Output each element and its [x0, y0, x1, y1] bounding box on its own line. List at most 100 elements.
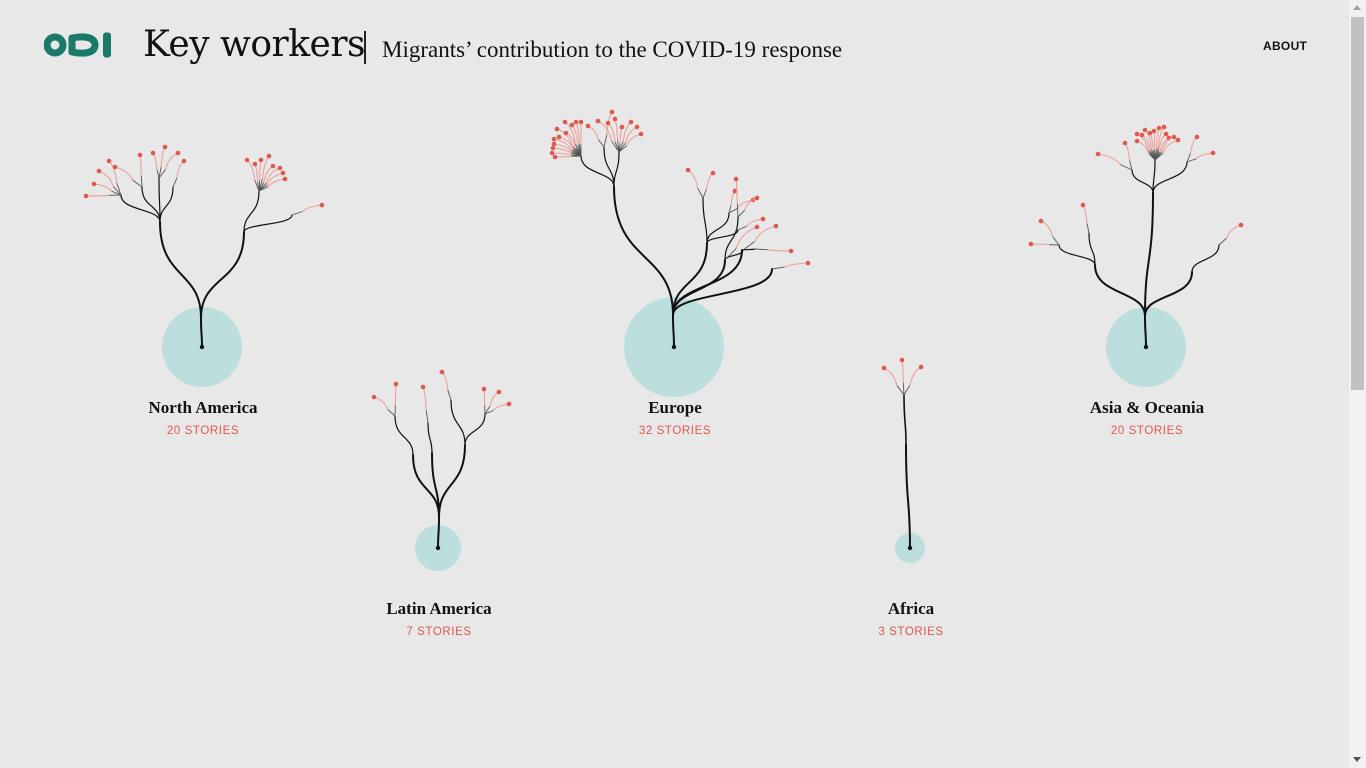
story-leaf-dot[interactable]: [1161, 124, 1167, 130]
story-leaf-dot[interactable]: [280, 170, 286, 176]
scroll-up-arrow-icon[interactable]: [1353, 5, 1361, 10]
scrollbar-thumb[interactable]: [1351, 17, 1364, 390]
story-leaf-dot[interactable]: [277, 165, 283, 171]
story-leaf-dot[interactable]: [573, 119, 579, 125]
region-europe[interactable]: Europe 32 STORIES: [575, 398, 775, 437]
story-leaf-dot[interactable]: [244, 157, 250, 163]
story-leaf-dot[interactable]: [881, 365, 887, 371]
story-leaf-dot[interactable]: [1139, 132, 1145, 138]
story-leaf-dot[interactable]: [628, 119, 634, 125]
story-leaf-dot[interactable]: [1095, 151, 1101, 157]
story-leaf-dot[interactable]: [175, 150, 181, 156]
story-leaf-dot[interactable]: [1238, 222, 1244, 228]
story-leaf-dot[interactable]: [585, 123, 591, 129]
tree-latin-america[interactable]: [371, 369, 512, 571]
tree-twig-stem: [1129, 160, 1133, 171]
story-leaf-dot[interactable]: [554, 126, 560, 132]
story-leaf-dot[interactable]: [1163, 131, 1169, 137]
story-leaf-dot[interactable]: [638, 131, 644, 137]
story-leaf-dot[interactable]: [1210, 150, 1216, 156]
story-leaf-dot[interactable]: [282, 176, 288, 182]
story-leaf-dot[interactable]: [918, 364, 924, 370]
story-leaf-dot[interactable]: [578, 119, 584, 125]
story-leaf-dot[interactable]: [96, 168, 102, 174]
story-leaf-dot[interactable]: [595, 118, 601, 124]
story-leaf-dot[interactable]: [732, 188, 738, 194]
story-leaf-dot[interactable]: [150, 150, 156, 156]
tree-asia-oceania[interactable]: [1028, 124, 1244, 387]
story-leaf-dot[interactable]: [1134, 131, 1140, 137]
region-latin-america[interactable]: Latin America 7 STORIES: [339, 599, 539, 638]
story-leaf-dot[interactable]: [556, 134, 562, 140]
story-leaf-dot[interactable]: [506, 401, 512, 407]
story-leaf-dot[interactable]: [733, 176, 739, 182]
tree-branch: [1144, 271, 1193, 317]
story-leaf-dot[interactable]: [266, 153, 272, 159]
story-leaf-dot[interactable]: [137, 152, 143, 158]
story-leaf-dot[interactable]: [551, 141, 557, 147]
story-leaf-dot[interactable]: [83, 193, 89, 199]
story-leaf-dot[interactable]: [1156, 125, 1162, 131]
story-leaf-dot[interactable]: [258, 157, 264, 163]
story-leaf-dot[interactable]: [788, 248, 794, 254]
story-leaf-dot[interactable]: [619, 124, 625, 130]
story-leaf-dot[interactable]: [252, 161, 258, 167]
story-leaf-dot[interactable]: [605, 120, 611, 126]
story-leaf-dot[interactable]: [1175, 137, 1181, 143]
story-leaf-dot[interactable]: [754, 195, 760, 201]
story-leaf-dot[interactable]: [1147, 130, 1153, 136]
story-leaf-dot[interactable]: [551, 136, 557, 142]
story-leaf-dot[interactable]: [612, 116, 618, 122]
story-leaf-dot[interactable]: [609, 109, 615, 115]
story-leaf-dot[interactable]: [754, 224, 760, 230]
story-leaf-dot[interactable]: [1194, 134, 1200, 140]
story-leaf-dot[interactable]: [112, 164, 118, 170]
region-asia-oceania[interactable]: Asia & Oceania 20 STORIES: [1047, 398, 1247, 437]
story-leaf-dot[interactable]: [439, 369, 445, 375]
scroll-down-arrow-icon[interactable]: [1353, 757, 1361, 762]
odi-logo[interactable]: [44, 30, 114, 60]
tree-north-america[interactable]: [83, 144, 325, 387]
story-leaf-dot[interactable]: [162, 144, 168, 150]
story-leaf-dot[interactable]: [1151, 128, 1157, 134]
story-leaf-dot[interactable]: [371, 394, 377, 400]
about-link[interactable]: ABOUT: [1263, 39, 1308, 53]
region-africa[interactable]: Africa 3 STORIES: [811, 599, 1011, 638]
tree-twig: [441, 371, 449, 391]
tree-twig: [266, 172, 284, 185]
story-leaf-dot[interactable]: [1171, 134, 1177, 140]
story-leaf-dot[interactable]: [420, 384, 426, 390]
story-leaf-dot[interactable]: [685, 167, 691, 173]
story-leaf-dot[interactable]: [481, 386, 487, 392]
story-leaf-dot[interactable]: [899, 357, 905, 363]
story-leaf-dot[interactable]: [1038, 218, 1044, 224]
story-leaf-dot[interactable]: [1142, 127, 1148, 133]
story-leaf-dot[interactable]: [773, 223, 779, 229]
tree-europe[interactable]: [549, 109, 811, 397]
tree-twig: [160, 146, 166, 168]
story-leaf-dot[interactable]: [710, 170, 716, 176]
story-leaf-dot[interactable]: [562, 119, 568, 125]
story-leaf-dot[interactable]: [549, 150, 555, 156]
story-leaf-dot[interactable]: [393, 381, 399, 387]
story-leaf-dot[interactable]: [1122, 140, 1128, 146]
story-leaf-dot[interactable]: [106, 158, 112, 164]
story-leaf-dot[interactable]: [496, 389, 502, 395]
story-leaf-dot[interactable]: [550, 145, 556, 151]
story-leaf-dot[interactable]: [552, 154, 558, 160]
story-leaf-dot[interactable]: [181, 158, 187, 164]
story-leaf-dot[interactable]: [1080, 202, 1086, 208]
story-leaf-dot[interactable]: [805, 260, 811, 266]
vertical-scrollbar[interactable]: [1349, 0, 1366, 768]
story-leaf-dot[interactable]: [91, 181, 97, 187]
story-leaf-dot[interactable]: [1134, 138, 1140, 144]
story-leaf-dot[interactable]: [319, 202, 325, 208]
story-leaf-dot[interactable]: [1028, 241, 1034, 247]
tree-africa[interactable]: [881, 357, 925, 563]
story-leaf-dot[interactable]: [634, 124, 640, 130]
story-leaf-dot[interactable]: [563, 130, 569, 136]
story-leaf-dot[interactable]: [270, 163, 276, 169]
story-leaf-dot[interactable]: [760, 216, 766, 222]
region-north-america[interactable]: North America 20 STORIES: [103, 398, 303, 437]
story-leaf-dot[interactable]: [569, 122, 575, 128]
